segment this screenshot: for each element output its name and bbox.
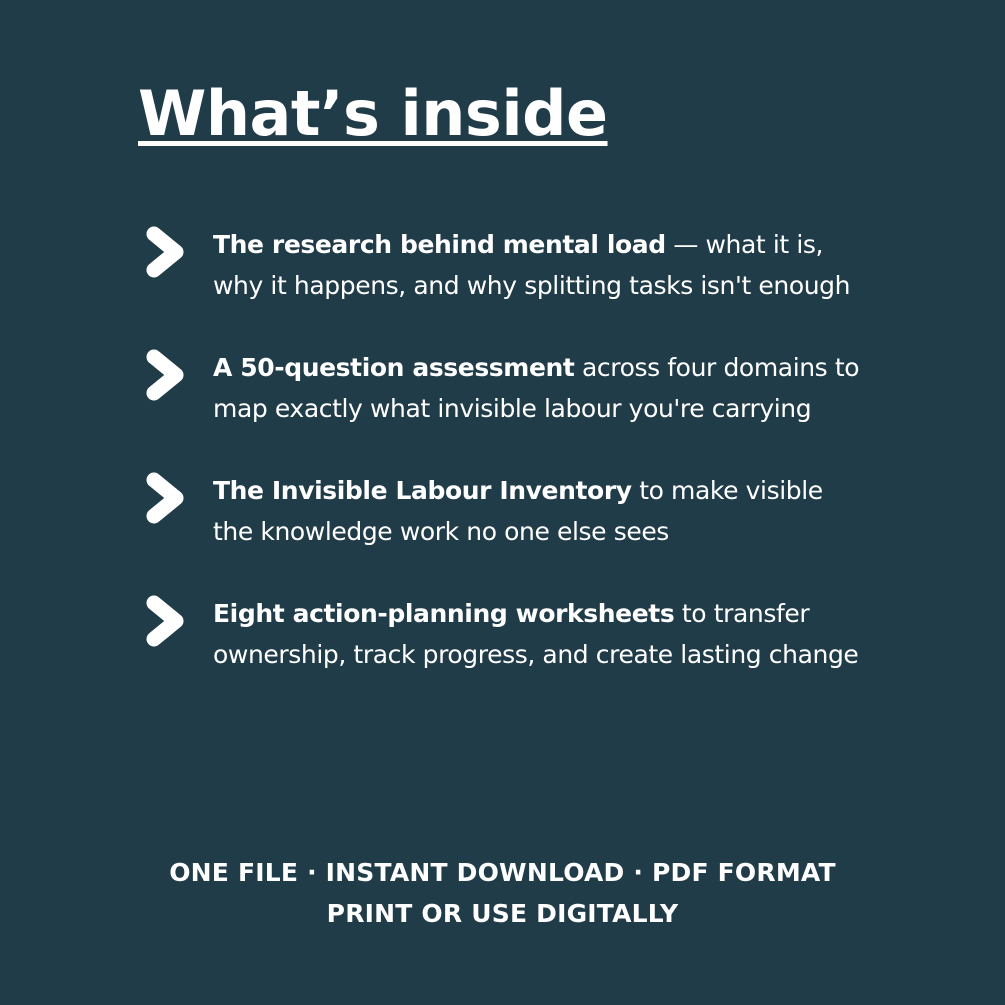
list-item-rest: to transfer ownership, track progress, a… [213,599,859,669]
chevron-right-icon [146,472,184,524]
chevron-right-icon [146,595,184,647]
list-item-rest: — what it is, why it happens, and why sp… [213,230,851,300]
list-item-text: A 50-question assessment across four dom… [213,347,863,429]
list-item-rest: across four domains to map exactly what … [213,353,860,423]
list-item-text: Eight action-planning worksheets to tran… [213,593,863,675]
list-item-text: The research behind mental load — what i… [213,224,863,306]
list-item: Eight action-planning worksheets to tran… [143,593,863,675]
list-item-bold: The Invisible Labour Inventory [213,476,632,505]
feature-list: The research behind mental load — what i… [143,224,863,675]
list-item: The Invisible Labour Inventory to make v… [143,470,863,552]
format-info: ONE FILE · INSTANT DOWNLOAD · PDF FORMAT… [0,852,1005,934]
list-item: The research behind mental load — what i… [143,224,863,306]
list-item-rest: to make visible the knowledge work no on… [213,476,823,546]
list-item-bold: A 50-question assessment [213,353,575,382]
usage-info-line: PRINT OR USE DIGITALLY [326,899,679,928]
list-item-text: The Invisible Labour Inventory to make v… [213,470,863,552]
page-title: What’s inside [138,77,608,150]
list-item-bold: The research behind mental load [213,230,666,259]
chevron-right-icon [146,349,184,401]
format-info-line: ONE FILE · INSTANT DOWNLOAD · PDF FORMAT [169,858,836,887]
chevron-right-icon [146,226,184,278]
list-item-bold: Eight action-planning worksheets [213,599,675,628]
list-item: A 50-question assessment across four dom… [143,347,863,429]
